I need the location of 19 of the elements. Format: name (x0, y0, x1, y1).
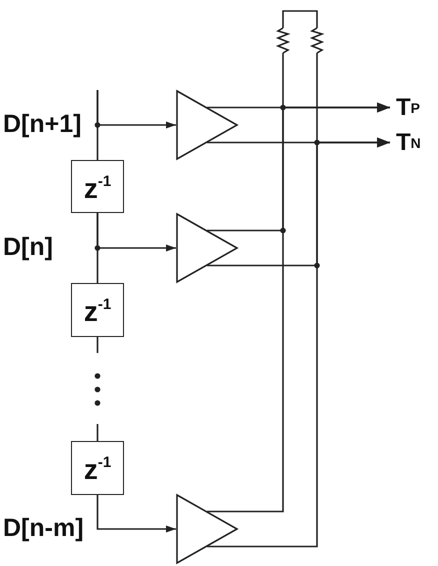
delay-label: z$^{-1}$ (84, 172, 112, 202)
signal-arrow (207, 138, 390, 548)
signal-arrow (96, 495, 176, 532)
delay-label: z$^{-1}$ (84, 295, 112, 326)
signal-arrow (96, 213, 176, 252)
signal-label: D[n] (3, 235, 53, 260)
amplifier-symbol (176, 494, 238, 564)
signal-arrow (96, 90, 176, 128)
delay-box (71, 441, 124, 495)
delay-label: z$^{-1}$ (84, 453, 112, 484)
signal-wire (96, 424, 98, 441)
signal-label: D[n+1] (3, 112, 82, 137)
signal-label: D[n-m] (3, 516, 84, 541)
delay-box (71, 283, 124, 337)
signal-arrow (207, 102, 390, 512)
signal-wire (96, 337, 98, 353)
amplifier-symbol (176, 90, 238, 160)
amplifier-symbol (176, 213, 238, 283)
delay-box (71, 160, 124, 213)
